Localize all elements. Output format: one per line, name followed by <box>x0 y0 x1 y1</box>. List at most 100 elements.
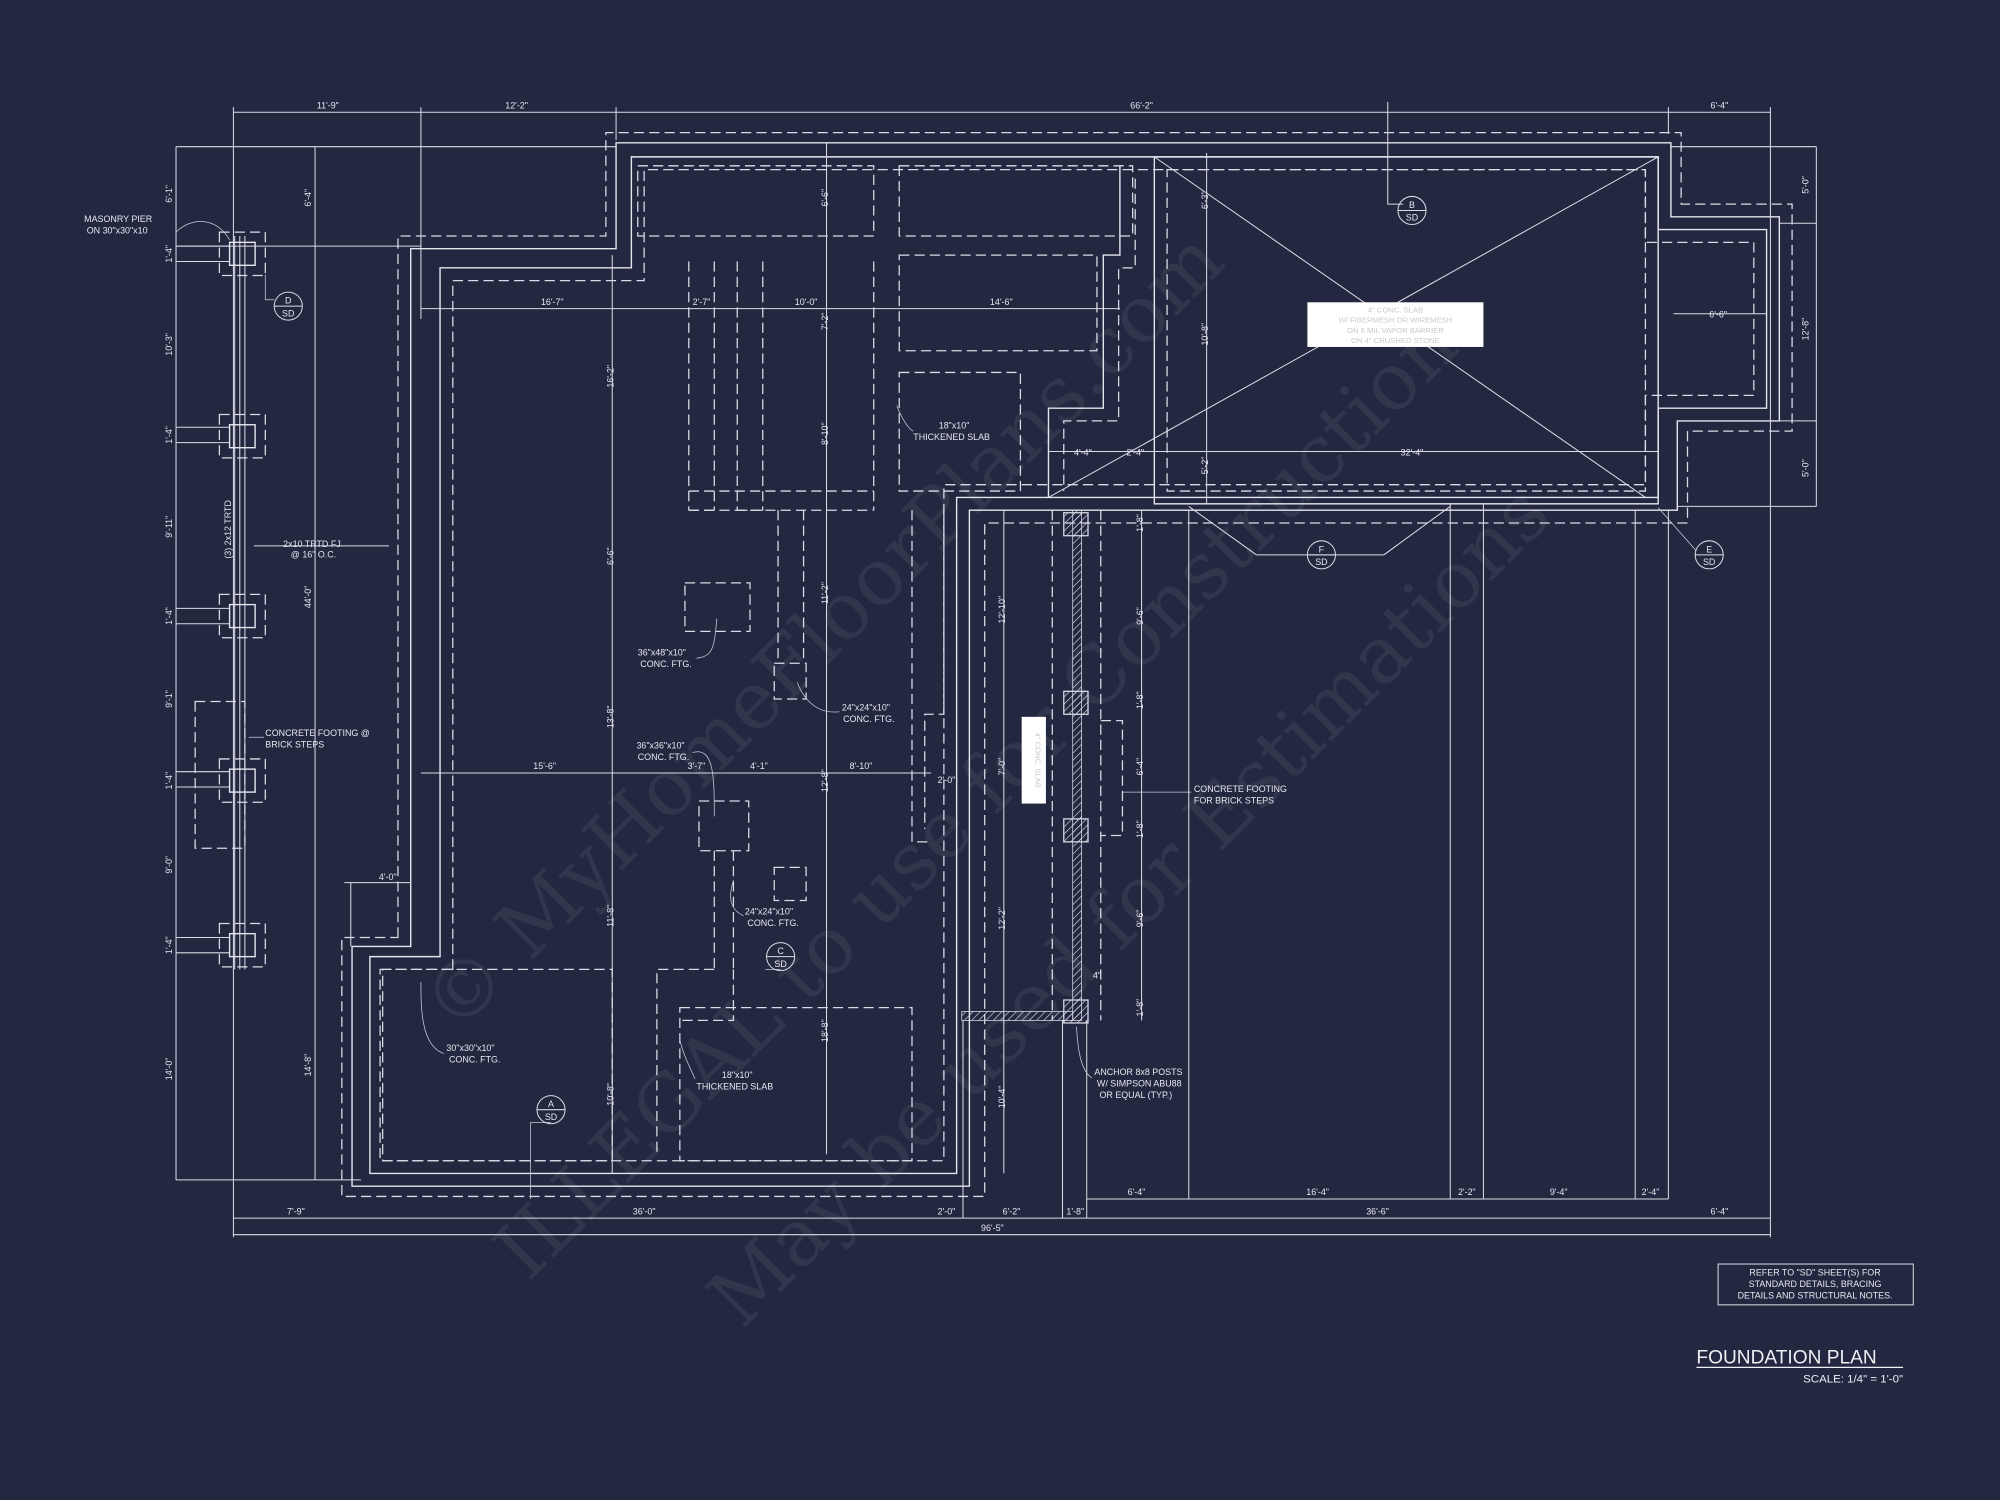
watermark: © MyHomeFloorPlans.com ILLEGAL to use fo… <box>405 213 1568 1344</box>
dimension-label: 1'-4" <box>164 772 174 790</box>
dimension-label: 6'-2" <box>1003 1206 1021 1216</box>
general-note-line: STANDARD DETAILS, BRACING <box>1749 1279 1882 1289</box>
tag-sheet: SD <box>1315 557 1327 567</box>
dimension-label: 18'-8" <box>820 1019 830 1042</box>
dimension-label: 12'-10" <box>997 596 1007 624</box>
dimension-label: 1'-8" <box>1135 514 1145 532</box>
dimension-label: 1'-8" <box>1066 1206 1084 1216</box>
dimension-label: 6'-4" <box>1711 1206 1729 1216</box>
dimension-label: 36'-0" <box>633 1206 656 1216</box>
note-footing: CONC. FTG. <box>640 659 691 669</box>
note-thickened-slab: THICKENED SLAB <box>913 432 990 442</box>
porch-slab-note: 4" CONC. SLAB <box>1034 733 1043 788</box>
note-thickened-slab: 18"x10" <box>722 1070 753 1080</box>
section-tag-e: E SD <box>1694 540 1724 570</box>
dimension-label: 16'-2" <box>606 365 616 388</box>
dimension-label: 14'-8" <box>303 1054 313 1077</box>
dimension-label: 14'-0" <box>164 1058 174 1081</box>
dimension-label: 32'-4" <box>1401 447 1424 457</box>
dimension-label: 1'-8" <box>1135 999 1145 1017</box>
dimension-lines <box>175 102 1817 1238</box>
tag-id: C <box>777 946 784 956</box>
note-brick-steps-left: CONCRETE FOOTING @ <box>265 728 370 738</box>
section-tags: DSD B SD F SD E SD C SD A SD <box>273 195 1724 1125</box>
note-thickened-slab: THICKENED SLAB <box>696 1081 773 1091</box>
section-tag-d: DSD <box>273 291 303 321</box>
dimension-label: 10'-8" <box>606 1083 616 1106</box>
dimension-label: 13'-8" <box>606 705 616 728</box>
tag-sheet: SD <box>1406 213 1418 223</box>
title-block: FOUNDATION PLAN SCALE: 1/4" = 1'-0" <box>1696 1348 1903 1386</box>
dimension-label: 1'-4" <box>164 607 174 625</box>
dimension-label: 9'-0" <box>164 856 174 874</box>
dimension-label: 11'-2" <box>820 582 830 604</box>
tag-sheet: SD <box>1703 557 1715 567</box>
dimension-label: 8'-10" <box>820 422 830 445</box>
dimension-label: 1'-8" <box>1135 820 1145 838</box>
note-footing: 36"x48"x10" <box>638 648 686 658</box>
drawing-scale: SCALE: 1/4" = 1'-0" <box>1803 1374 1903 1386</box>
dimension-label: 7'-0" <box>997 758 1007 776</box>
dimension-label: 36'-6" <box>1366 1206 1389 1216</box>
dimension-label: 1'-4" <box>164 426 174 444</box>
dimension-label: 10'-4" <box>997 1086 1007 1109</box>
tag-id: A <box>548 1099 554 1109</box>
dimension-label: 2'-0" <box>938 1206 956 1216</box>
front-porch: 4" CONC. SLAB <box>961 509 1124 1024</box>
dimension-label: 1'-8" <box>1135 691 1145 709</box>
drawing-title: FOUNDATION PLAN <box>1696 1348 1876 1369</box>
dimension-label: 9'-1" <box>164 690 174 708</box>
note-anchor-posts: OR EQUAL (TYP.) <box>1099 1090 1172 1100</box>
dimension-label: 96'-5" <box>981 1223 1004 1233</box>
garage-slab-note: ON 4" CRUSHED STONE <box>1351 336 1440 345</box>
dimension-label: 10'-3" <box>164 333 174 356</box>
dimension-label: 12'-2" <box>997 907 1007 930</box>
dimension-label: 2'-2" <box>1458 1187 1476 1197</box>
dimension-label: 2'-0" <box>938 775 956 785</box>
dimension-label: 5'-0" <box>1801 459 1811 477</box>
dimension-labels: 11'-9"12'-2"66'-2"6'-4"6'-1"1'-4"10'-3"1… <box>164 100 1810 1232</box>
dimension-label: 9'-4" <box>1550 1187 1568 1197</box>
rear-porch <box>194 231 390 970</box>
dimension-label: 6'-6" <box>1709 310 1727 320</box>
tag-sheet: SD <box>774 959 786 969</box>
tag-sheet: SD <box>545 1112 557 1122</box>
note-footing: CONC. FTG. <box>843 714 894 724</box>
note-footing: CONC. FTG. <box>747 918 798 928</box>
dimension-label: 4'-0" <box>379 872 397 882</box>
note-brick-steps-left: BRICK STEPS <box>265 739 324 749</box>
section-tag-a: A SD <box>536 1095 566 1125</box>
tag-id: E <box>1706 544 1712 554</box>
section-tag-c: C SD <box>766 942 796 972</box>
dimension-label: 10'-8" <box>1200 323 1210 346</box>
dimension-label: 7'-2" <box>820 313 830 331</box>
tag-id: F <box>1319 544 1325 554</box>
general-note-box: REFER TO "SD" SHEET(S) FOR STANDARD DETA… <box>1717 1263 1914 1306</box>
dimension-label: 5'-0" <box>1801 176 1811 194</box>
dimension-label: 6'-4" <box>1135 758 1145 776</box>
note-beam: (3) 2x12 TRTD <box>223 500 233 559</box>
dimension-label: 6'-1" <box>164 185 174 203</box>
dimension-label: 1'-4" <box>164 936 174 954</box>
plan-notes: MASONRY PIER ON 30"x30"x10 2x10 TRTD FJ … <box>84 214 1287 1100</box>
dimension-label: 11'-8" <box>606 905 616 927</box>
note-anchor-posts: ANCHOR 8x8 POSTS <box>1094 1067 1182 1077</box>
tag-id: B <box>1409 200 1415 210</box>
dimension-label: 11'-9" <box>317 100 339 110</box>
masonry-piers <box>218 231 266 968</box>
garage-slab: 4" CONC. SLAB W/ FIBERMESH OR WIREMESH O… <box>1047 156 1659 556</box>
dimension-label: 8'-10" <box>850 761 873 771</box>
dimension-label: 6'-3" <box>1200 191 1210 209</box>
dimension-label: 6'-4" <box>303 189 313 207</box>
tag-sheet: SD <box>282 308 294 318</box>
dimension-label: 6'-4" <box>1128 1187 1146 1197</box>
dimension-label: 12'-8" <box>1801 318 1811 341</box>
dimension-label: 16'-7" <box>541 297 564 307</box>
dimension-label: 6'-6" <box>606 547 616 565</box>
garage-slab-note-box <box>1307 302 1484 347</box>
note-footing: 24"x24"x10" <box>842 702 890 712</box>
dimension-label: 7'-9" <box>287 1206 305 1216</box>
section-tag-f: F SD <box>1306 540 1336 570</box>
dimension-label: 16'-4" <box>1306 1187 1329 1197</box>
dimension-label: 6'-6" <box>820 189 830 207</box>
